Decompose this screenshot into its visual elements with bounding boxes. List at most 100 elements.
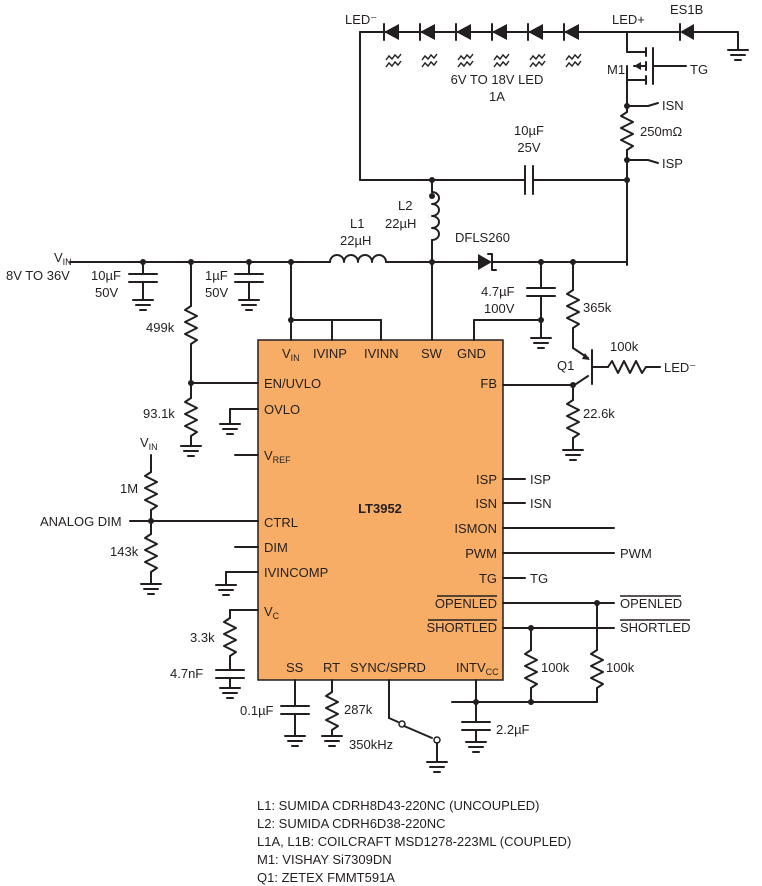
label-isp-out: ISP (530, 472, 551, 487)
label-led-minus-q1: LED⁻ (664, 360, 696, 375)
label-c22: 2.2µF (496, 722, 530, 737)
label-c3-v: 100V (484, 301, 515, 316)
label-cout-val: 10µF (514, 123, 544, 138)
pin-vc: VC (264, 604, 280, 621)
resistor-22k6 (566, 399, 580, 439)
resistor-1m (144, 471, 158, 511)
resistor-93k1 (184, 397, 198, 437)
resistor-287k (325, 691, 339, 731)
note-line: L1: SUMIDA CDRH8D43-220NC (UNCOUPLED) (257, 798, 539, 813)
led-diode (455, 23, 474, 68)
led-string (359, 23, 607, 68)
bom-notes: L1: SUMIDA CDRH8D43-220NC (UNCOUPLED) L2… (257, 798, 571, 885)
pin-ivinp: IVINP (313, 346, 347, 361)
label-c47n: 4.7nF (170, 666, 203, 681)
led-diode (419, 23, 438, 68)
label-tg-out: TG (530, 571, 548, 586)
label-l1-val: 22µH (340, 233, 371, 248)
led-diode (563, 23, 582, 68)
label-isn-out: ISN (530, 496, 552, 511)
inductor-l1 (329, 254, 387, 263)
pin-shortled: SHORTLED (426, 620, 497, 635)
pin-sync-sprd: SYNC/SPRD (350, 660, 426, 675)
label-r499: 499k (146, 320, 175, 335)
label-m1: M1 (607, 62, 625, 77)
pin-en-uvlo: EN/UVLO (264, 376, 321, 391)
pin-gnd: GND (457, 346, 486, 361)
resistor-rsense (620, 111, 634, 151)
pin-ss: SS (286, 660, 304, 675)
resistor-3k3 (223, 617, 237, 657)
label-r22k: 22.6k (583, 406, 615, 421)
label-vin-range: 8V TO 36V (6, 268, 70, 283)
label-cout-v: 25V (517, 140, 540, 155)
label-isp-top: ISP (662, 156, 683, 171)
pin-rt: RT (323, 660, 340, 675)
es1b-diode (605, 23, 739, 51)
pin-dim: DIM (264, 540, 288, 555)
label-r33: 3.3k (190, 630, 215, 645)
label-r287: 287k (344, 702, 373, 717)
resistor-499k (184, 305, 198, 345)
note-line: L1A, L1B: COILCRAFT MSD1278-223ML (COUPL… (257, 834, 571, 849)
label-es1b: ES1B (670, 2, 703, 17)
label-r365: 365k (583, 300, 612, 315)
label-r93: 93.1k (143, 406, 175, 421)
resistor-100k-a (524, 649, 538, 689)
label-c1-v: 50V (95, 285, 118, 300)
pin-ivinn: IVINN (364, 346, 399, 361)
led-diode (383, 23, 402, 68)
label-pwm-out: PWM (620, 546, 652, 561)
resistor-100k-q1 (607, 360, 647, 374)
pin-openled: OPENLED (435, 596, 497, 611)
pin-tg: TG (479, 571, 497, 586)
label-led-plus: LED+ (612, 12, 645, 27)
cap-1u-input (234, 261, 264, 311)
led-diode (527, 23, 546, 68)
cap-10u-input (128, 261, 158, 311)
sync-switch (388, 679, 448, 773)
note-line: Q1: ZETEX FMMT591A (257, 870, 395, 885)
ic-body (257, 339, 504, 681)
label-led-current: 1A (489, 89, 505, 104)
label-l2-val: 22µH (385, 216, 416, 231)
label-c2-val: 1µF (205, 268, 228, 283)
label-r1m: 1M (120, 481, 138, 496)
label-c2-v: 50V (205, 285, 228, 300)
pin-ctrl: CTRL (264, 515, 298, 530)
label-f350: 350kHz (349, 737, 393, 752)
resistor-365k (566, 289, 580, 329)
pin-fb: FB (480, 376, 497, 391)
led-diode (491, 23, 510, 68)
label-q1: Q1 (557, 358, 574, 373)
cap-4u7 (526, 261, 556, 349)
pin-vin: VIN (282, 346, 300, 363)
resistor-143k (144, 533, 158, 573)
inductor-l2 (431, 179, 440, 341)
cap-ss (280, 679, 310, 747)
label-c01: 0.1µF (240, 703, 274, 718)
note-line: M1: VISHAY Si7309DN (257, 852, 392, 867)
label-r143: 143k (110, 544, 139, 559)
pin-sw: SW (421, 346, 443, 361)
label-rsense: 250mΩ (640, 124, 683, 139)
ic-name: LT3952 (358, 501, 402, 516)
pin-isn: ISN (475, 496, 497, 511)
label-c1-val: 10µF (91, 268, 121, 283)
pin-ismon: ISMON (454, 521, 497, 536)
pin-pwm: PWM (465, 546, 497, 561)
label-tg-top: TG (690, 62, 708, 77)
label-r100b: 100k (606, 660, 635, 675)
label-c3-val: 4.7µF (481, 284, 515, 299)
diode-dfls260 (478, 253, 628, 271)
label-analog-dim: ANALOG DIM (40, 514, 122, 529)
label-led-minus-top: LED⁻ (345, 12, 377, 27)
note-line: L2: SUMIDA CDRH6D38-220NC (257, 816, 446, 831)
label-openled-out: OPENLED (620, 596, 682, 611)
label-shortled-out: SHORTLED (620, 620, 691, 635)
label-r100a: 100k (541, 660, 570, 675)
resistor-100k-b (590, 649, 604, 689)
pin-ivincomp: IVINCOMP (264, 565, 328, 580)
